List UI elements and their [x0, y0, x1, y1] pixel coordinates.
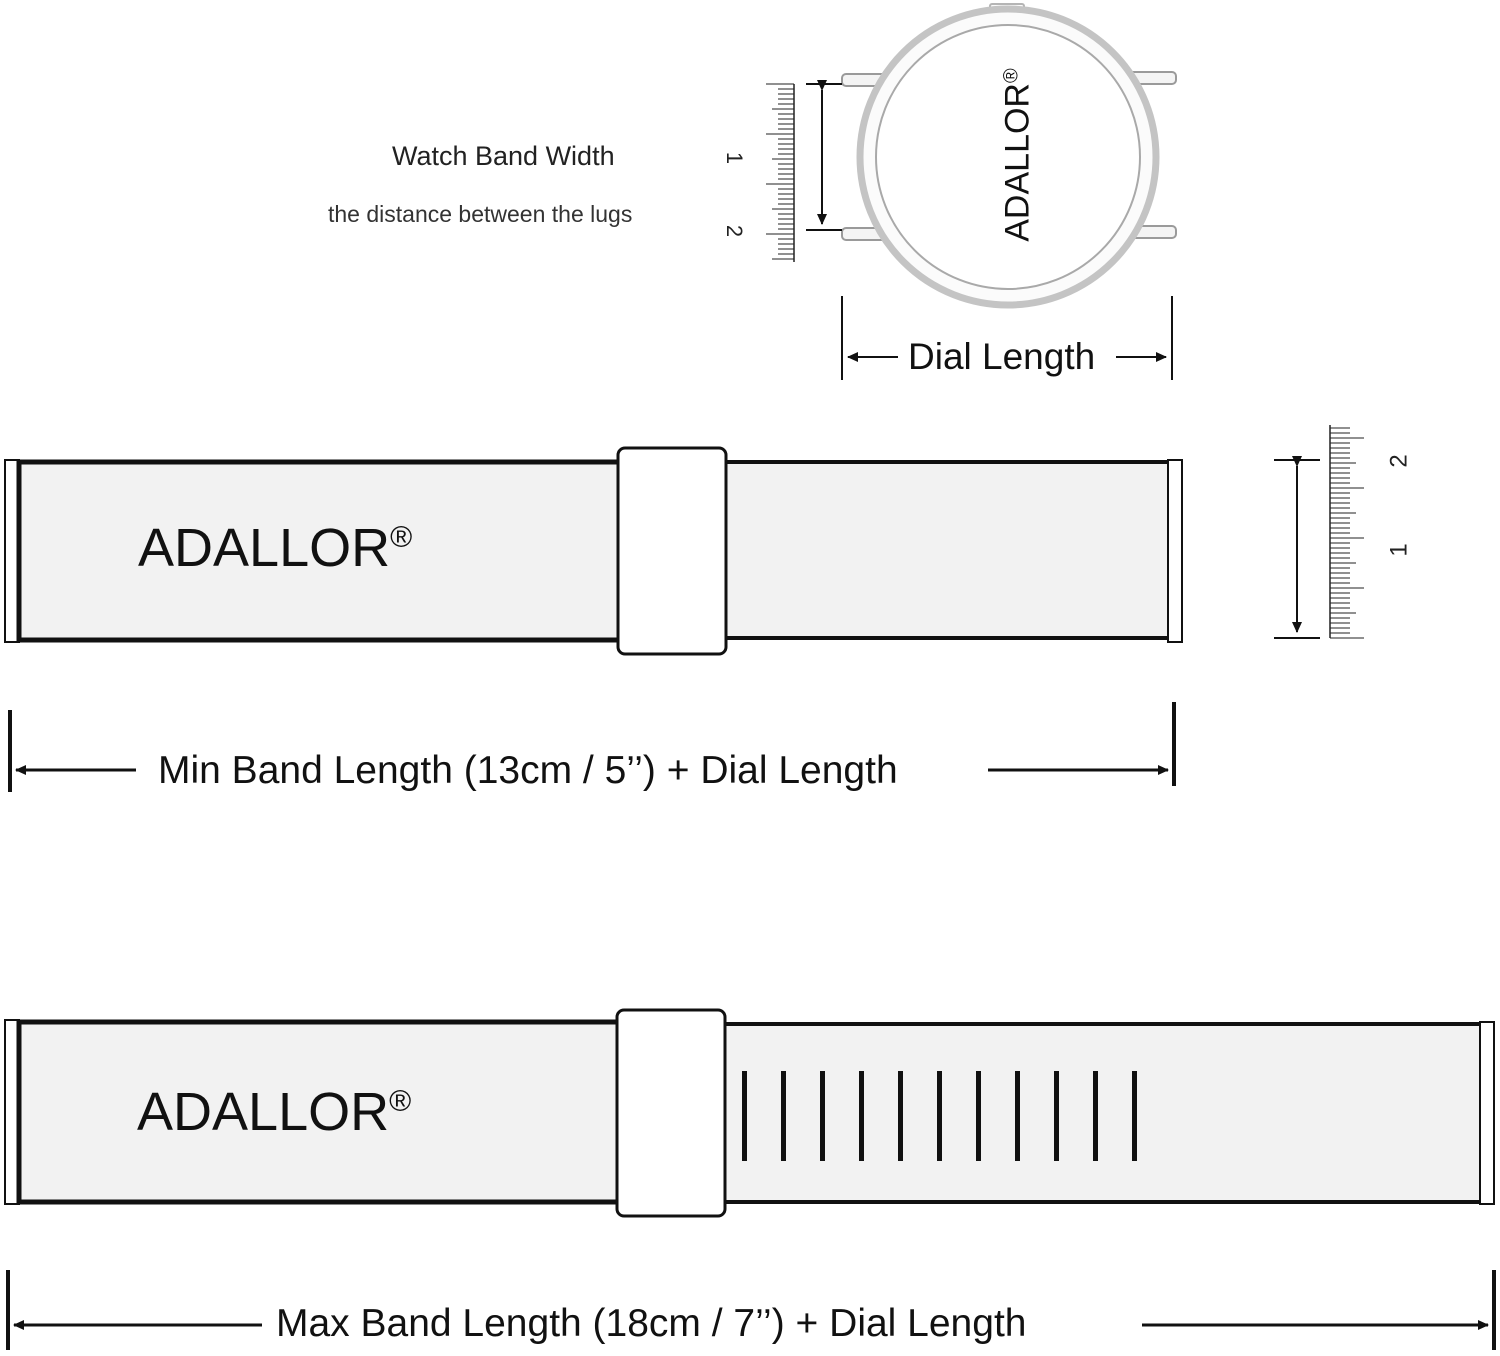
ruler-icon [1329, 425, 1364, 639]
max-band-length-label: Max Band Length (18cm / 7’’) + Dial Leng… [276, 1302, 1027, 1345]
ruler-tick-label: 1 [722, 151, 748, 165]
dial-length-dimension [841, 296, 1173, 380]
ruler-tick-label: 2 [1385, 454, 1413, 468]
strap-hole [976, 1071, 981, 1161]
strap-hole [781, 1071, 786, 1161]
band-keeper-loop [616, 446, 728, 656]
ruler-tick-label: 1 [1385, 543, 1413, 557]
strap-hole [742, 1071, 747, 1161]
band-keeper-loop [615, 1008, 727, 1218]
strap-hole-icon [742, 1071, 1137, 1161]
max-length-dimension [6, 1270, 1496, 1350]
strap-hole [898, 1071, 903, 1161]
band-width-arrow [806, 80, 842, 231]
band-width-title: Watch Band Width [392, 141, 615, 171]
strap-hole [820, 1071, 825, 1161]
strap-hole [1015, 1071, 1020, 1161]
ruler-icon [766, 83, 795, 262]
strap-hole [937, 1071, 942, 1161]
band-width-subtitle: the distance between the lugs [328, 201, 633, 227]
watch-dial-icon [841, 3, 1177, 309]
ruler-tick-label: 2 [722, 224, 748, 238]
min-band-length-label: Min Band Length (13cm / 5’’) + Dial Leng… [158, 749, 898, 792]
min-length-dimension [8, 702, 1176, 792]
strap-hole [1132, 1071, 1137, 1161]
dial-length-label: Dial Length [908, 336, 1096, 377]
strap-hole [1093, 1071, 1098, 1161]
band-min-length [4, 446, 1183, 656]
band-max-length [4, 1008, 1495, 1218]
band-width-arrow [1274, 456, 1320, 639]
dial-brand-logo: ADALLOR® [998, 68, 1037, 242]
strap-hole [1054, 1071, 1059, 1161]
strap-hole [859, 1071, 864, 1161]
band-brand-logo: ADALLOR® [138, 518, 413, 578]
band-brand-logo: ADALLOR® [137, 1082, 412, 1142]
